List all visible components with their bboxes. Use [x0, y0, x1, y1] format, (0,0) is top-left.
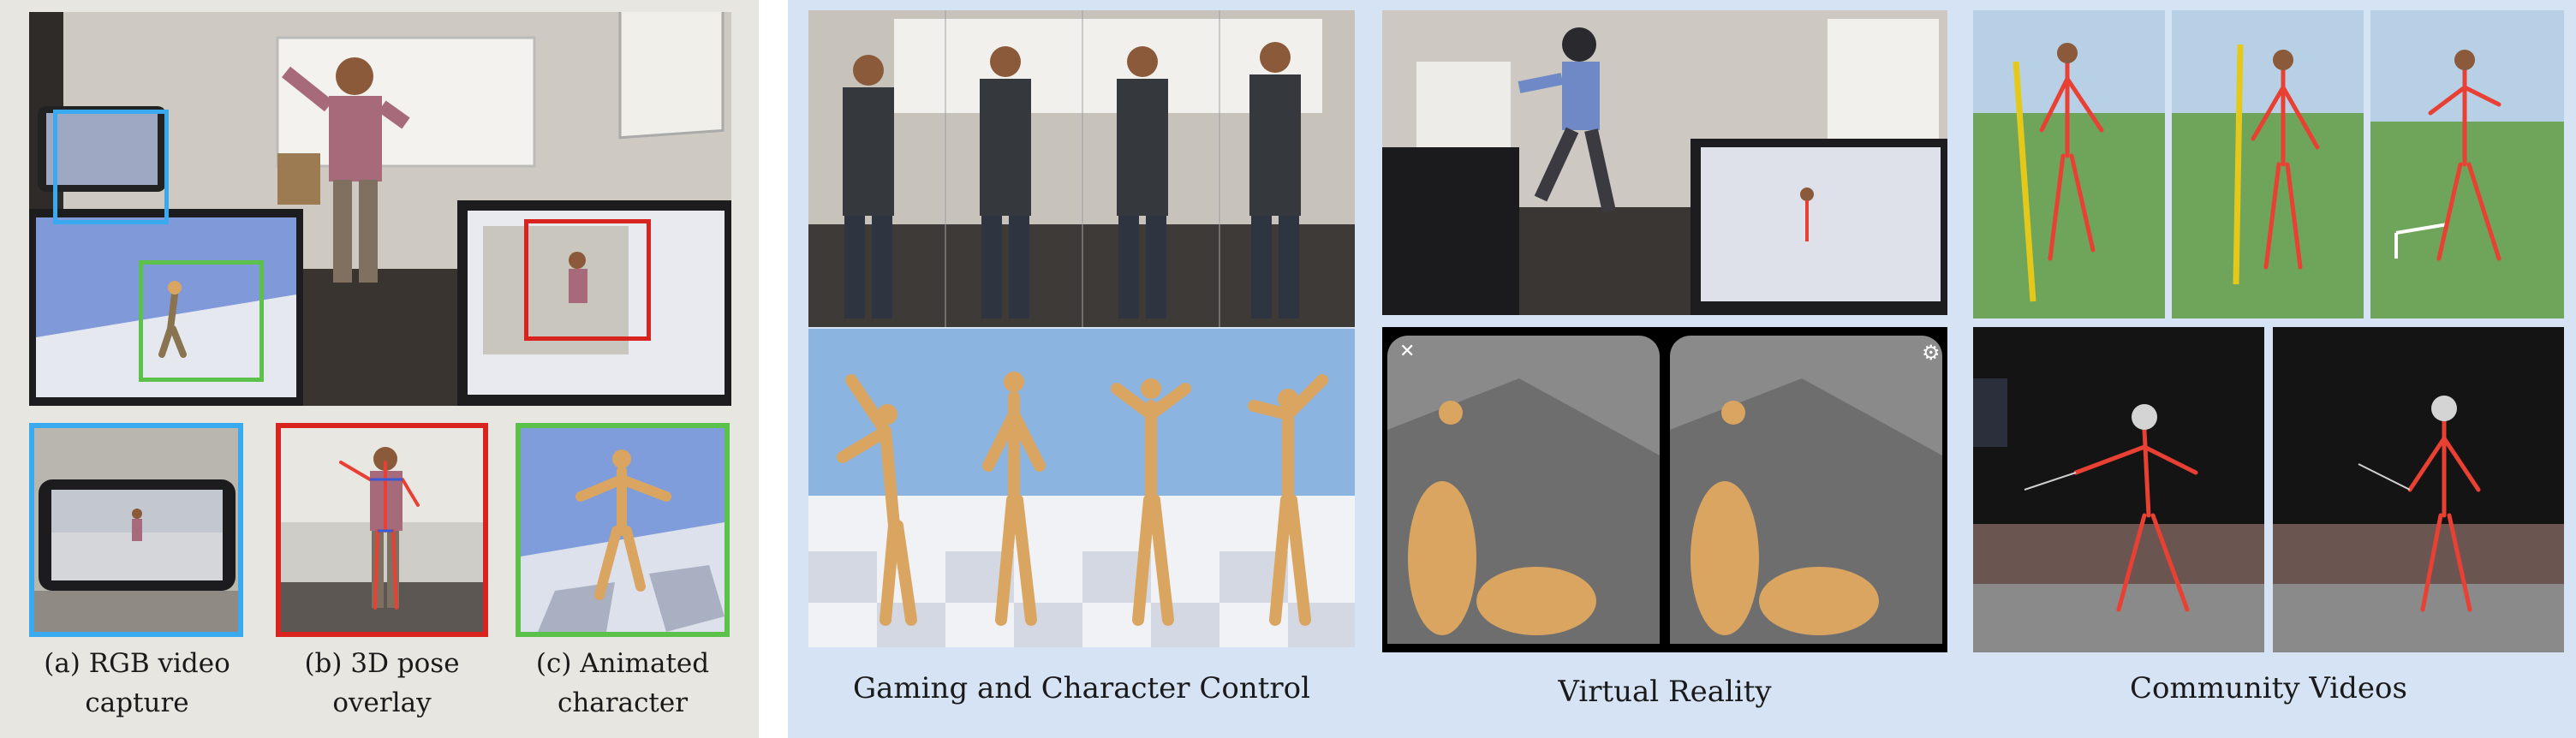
close-icon: ✕: [1399, 341, 1415, 362]
caption-community-videos: Community Videos: [2130, 671, 2407, 705]
red-box-overlay: [524, 219, 651, 341]
community-fencing-2: [2273, 327, 2564, 652]
community-soccer-1: [1973, 10, 2165, 318]
inset-animated-character: [516, 423, 730, 637]
inset-pose-overlay: [276, 423, 488, 637]
lab-scene-photo: [29, 12, 731, 406]
monitor-left: [29, 209, 303, 406]
inset-rgb-capture: [29, 423, 243, 637]
blue-box-phone: [53, 110, 169, 224]
vr-stereo-view: ✕ ⚙: [1382, 327, 1947, 652]
vr-person: [1518, 27, 1616, 213]
caption-rgb-video-capture: (a) RGB video capture: [44, 648, 230, 718]
phone-in-hand: [38, 106, 166, 192]
caption-virtual-reality: Virtual Reality: [1558, 675, 1772, 709]
green-box-character: [139, 260, 264, 382]
community-soccer-2: [2172, 10, 2364, 318]
presenter-figure: [282, 57, 410, 283]
gaming-photo-strip: [808, 10, 1355, 327]
community-fencing-1: [1973, 327, 2264, 652]
caption-3d-pose-overlay: (b) 3D pose overlay: [304, 648, 460, 718]
community-soccer-3: [2370, 10, 2564, 318]
caption-animated-character: (c) Animated character: [535, 648, 710, 718]
caption-gaming-character-control: Gaming and Character Control: [853, 671, 1310, 705]
vr-photo: [1382, 10, 1947, 315]
monitor-right: [457, 200, 731, 406]
gaming-character-strip: [808, 329, 1355, 647]
gear-icon: ⚙: [1922, 341, 1941, 365]
